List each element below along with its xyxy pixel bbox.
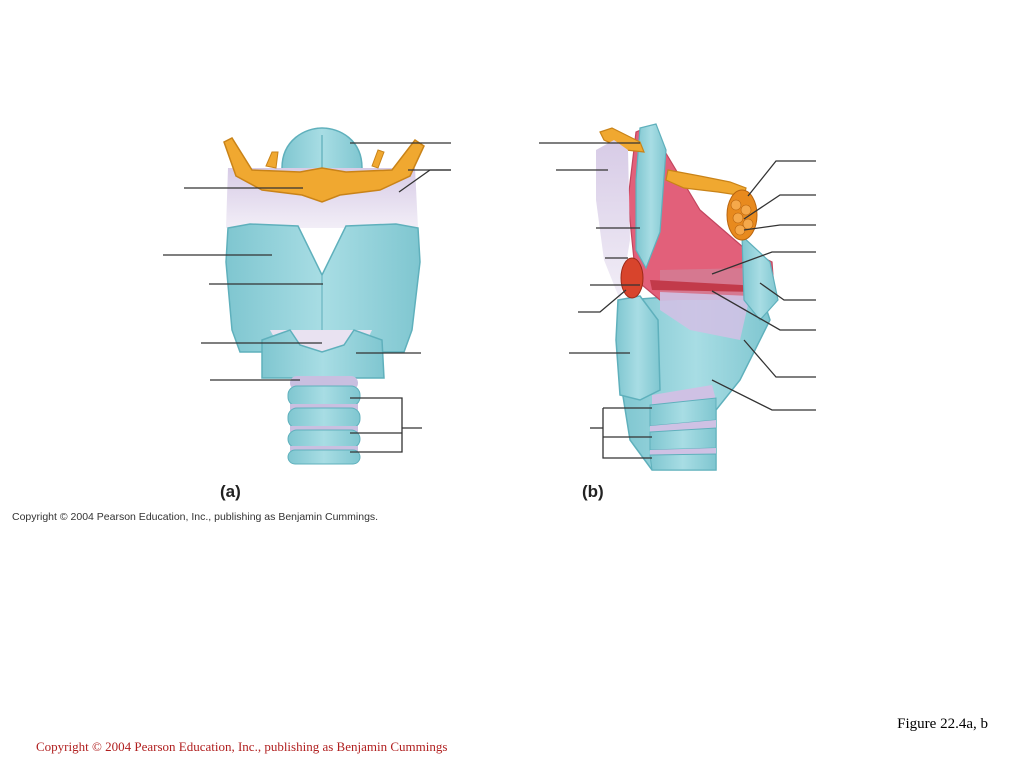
panel-b-illustration	[596, 123, 779, 471]
slide-copyright: Copyright © 2004 Pearson Education, Inc.…	[36, 739, 448, 754]
epiglottis-b	[635, 123, 667, 270]
glands	[726, 189, 758, 241]
vocal-fold	[650, 280, 760, 292]
thyroid-cartilage-b	[615, 295, 661, 401]
fat-pad	[620, 257, 644, 299]
tracheal-rings-b	[649, 385, 717, 471]
panel-a-label: (a)	[220, 482, 241, 501]
image-copyright: Copyright © 2004 Pearson Education, Inc.…	[12, 511, 379, 523]
thyroid-cartilage	[225, 223, 421, 353]
figure-caption: Figure 22.4a, b	[897, 716, 988, 732]
leader-lines-b	[539, 142, 816, 459]
panel-b-label: (b)	[582, 482, 604, 501]
tracheal-rings-a	[287, 376, 361, 465]
hyoid-bone-a	[223, 137, 425, 203]
hyoid-bone-b	[599, 127, 645, 153]
leader-lines-a	[163, 142, 451, 453]
panel-a-illustration	[223, 127, 425, 465]
